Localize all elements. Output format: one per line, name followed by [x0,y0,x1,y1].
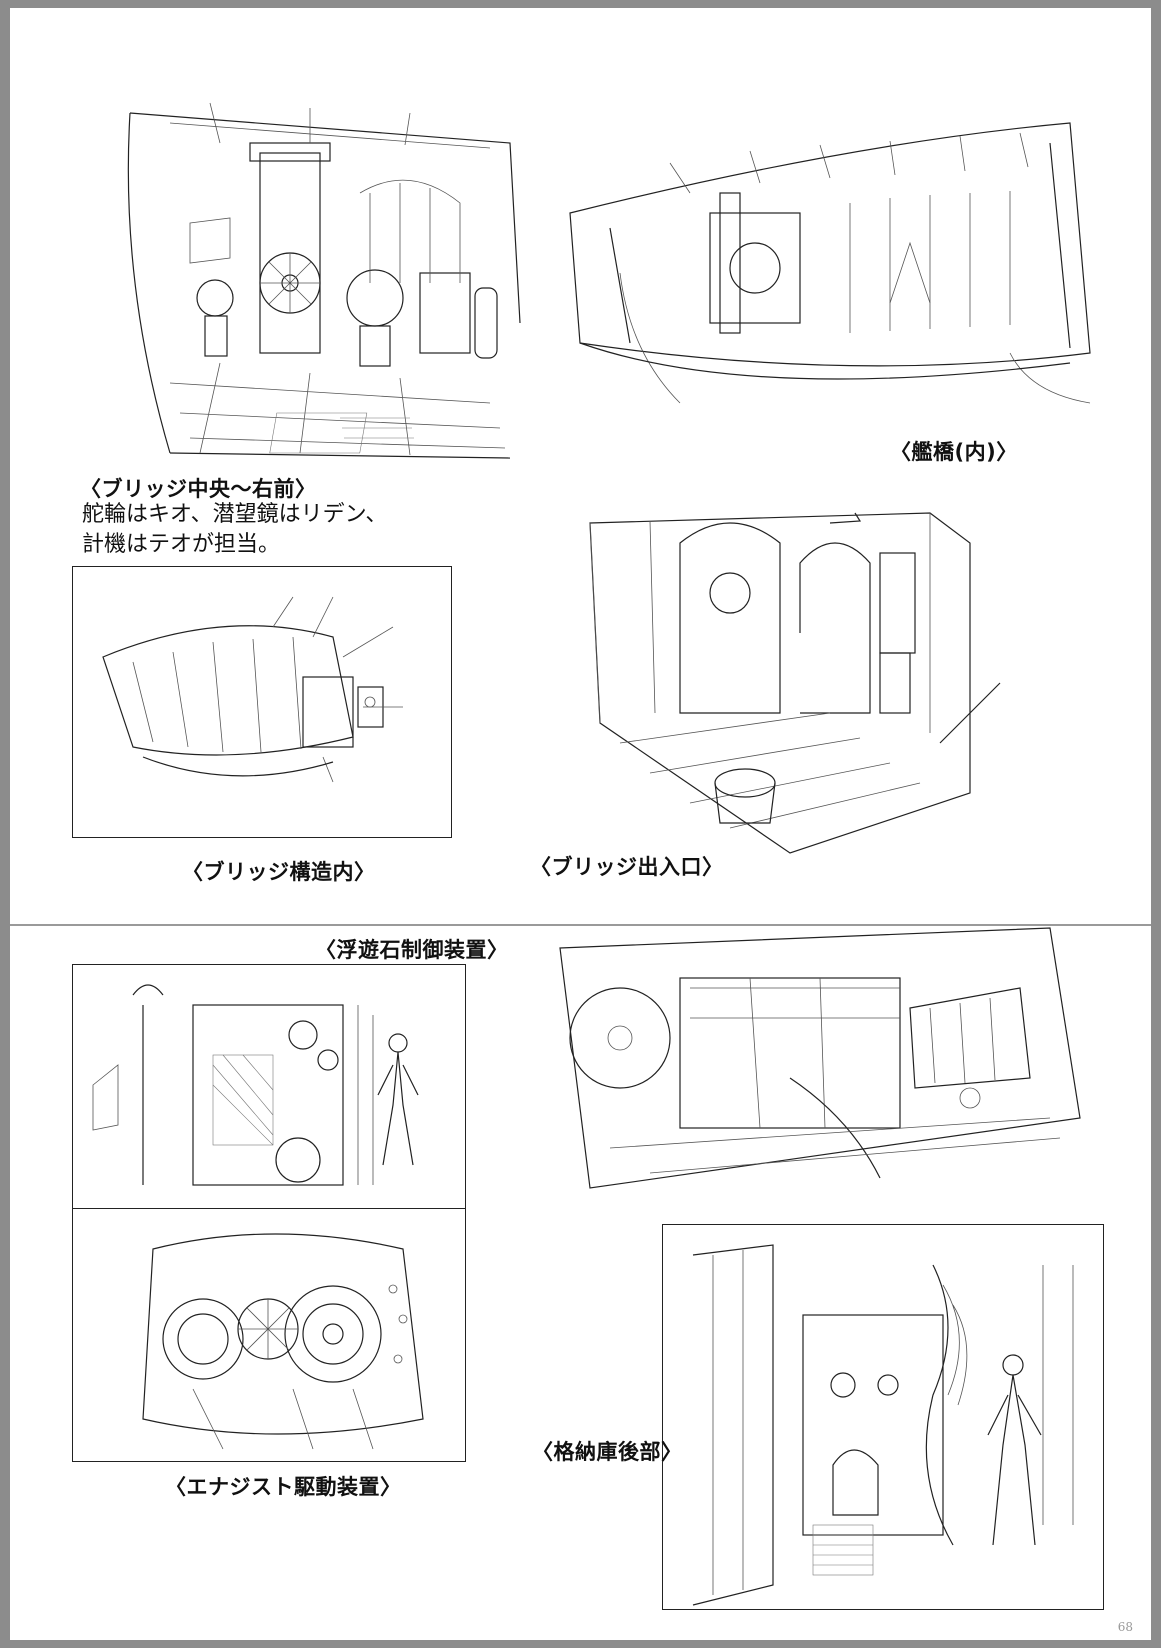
bridge-center-sketch [110,83,530,468]
hangar-sketch [550,918,1095,1208]
caption-levitation-control: 〈浮遊石制御装置〉 [315,938,509,962]
section-divider [10,924,1151,926]
caption-bridge-center: 〈ブリッジ中央〜右前〉 [80,477,317,501]
crew-note-line-1: 舵輪はキオ、潜望鏡はリデン、 [82,502,388,527]
hangar-rear-sketch [662,1224,1104,1610]
energist-drive-sketch [72,1208,466,1462]
caption-bridge-tower: 〈艦橋(内)〉 [890,440,1018,464]
page-number: 68 [1117,1620,1133,1634]
bridge-entrance-sketch [530,483,1110,858]
levitation-control-sketch [72,964,466,1210]
crew-note: 舵輪はキオ、潜望鏡はリデン、 計機はテオが担当。 [82,500,387,560]
bridge-tower-sketch [550,103,1110,438]
crew-note-line-2: 計機はテオが担当。 [82,532,281,557]
caption-bridge-entrance: 〈ブリッジ出入口〉 [530,855,724,879]
artbook-page: 〈ブリッジ中央〜右前〉 〈艦橋(内)〉 舵輪はキオ、潜望鏡はリデン、 計機はテオ… [10,8,1151,1640]
caption-hangar-rear: 〈格納庫後部〉 [532,1440,683,1464]
caption-energist-drive: 〈エナジスト駆動装置〉 [165,1475,402,1499]
caption-bridge-structure: 〈ブリッジ構造内〉 [182,860,376,884]
bridge-structure-sketch [72,566,452,838]
